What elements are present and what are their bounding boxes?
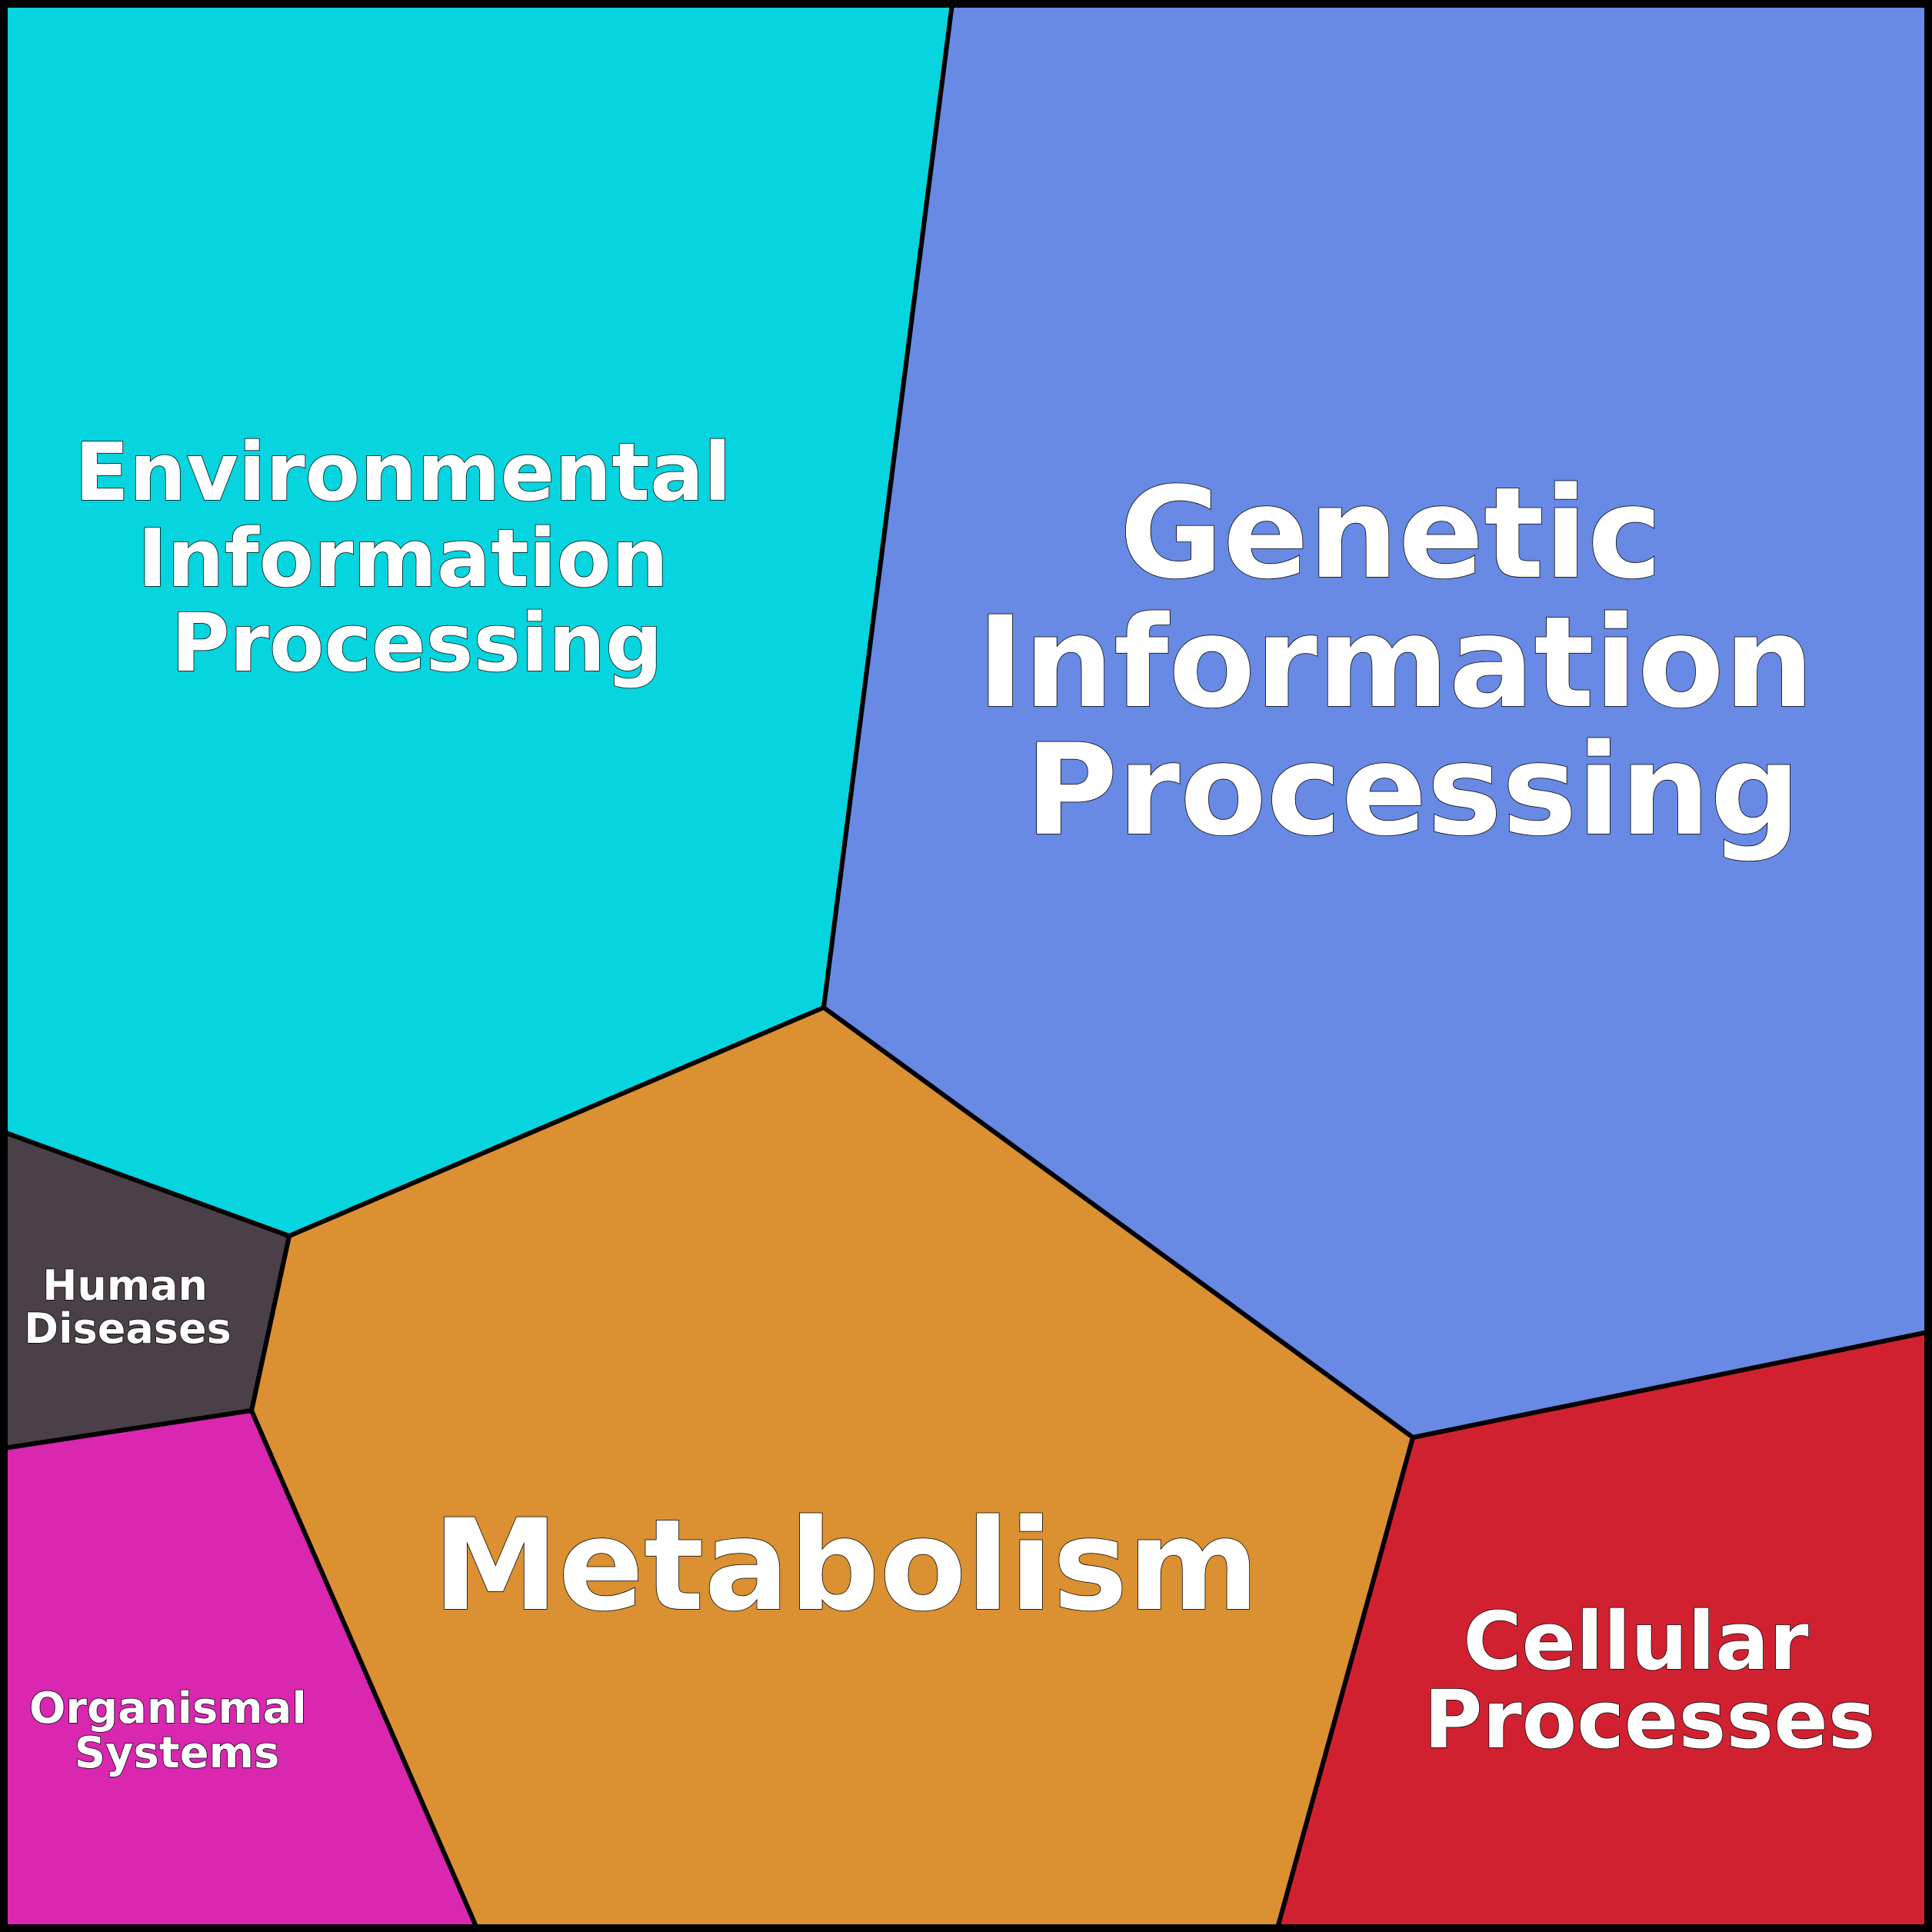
label-genetic: Genetic Information Processing bbox=[977, 460, 1857, 864]
label-line: Information bbox=[977, 589, 1814, 736]
label-line: Organismal bbox=[29, 1684, 307, 1734]
label-line: Diseases bbox=[24, 1304, 231, 1353]
label-metabolism: Metabolism bbox=[433, 1492, 1260, 1639]
region-cellular-processes[interactable]: Cellular Processes bbox=[1274, 1329, 1930, 1930]
label-organismal: Organismal Systems bbox=[29, 1684, 321, 1778]
label-line: Cellular bbox=[1463, 1594, 1808, 1688]
label-line: Processing bbox=[171, 596, 662, 690]
label-line: Metabolism bbox=[433, 1492, 1260, 1639]
region-organismal-systems[interactable]: Organismal Systems bbox=[1, 1407, 481, 1930]
label-line: Information bbox=[138, 511, 668, 605]
label-cellular: Cellular Processes bbox=[1424, 1594, 1875, 1767]
label-environmental: Environmental Information Processing bbox=[75, 425, 759, 690]
label-line: Processing bbox=[1025, 717, 1800, 864]
label-line: Human bbox=[42, 1261, 208, 1310]
region-environmental-information-processing[interactable]: Environmental Information Processing bbox=[2, 2, 955, 1239]
label-line: Environmental bbox=[75, 425, 731, 519]
label-human-diseases: Human Diseases bbox=[24, 1261, 231, 1353]
label-line: Processes bbox=[1424, 1673, 1875, 1767]
label-line: Genetic bbox=[1120, 460, 1663, 607]
label-line: Systems bbox=[75, 1728, 280, 1778]
region-metabolism[interactable]: Metabolism bbox=[248, 1004, 1416, 1930]
region-human-diseases[interactable]: Human Diseases bbox=[2, 1128, 292, 1451]
